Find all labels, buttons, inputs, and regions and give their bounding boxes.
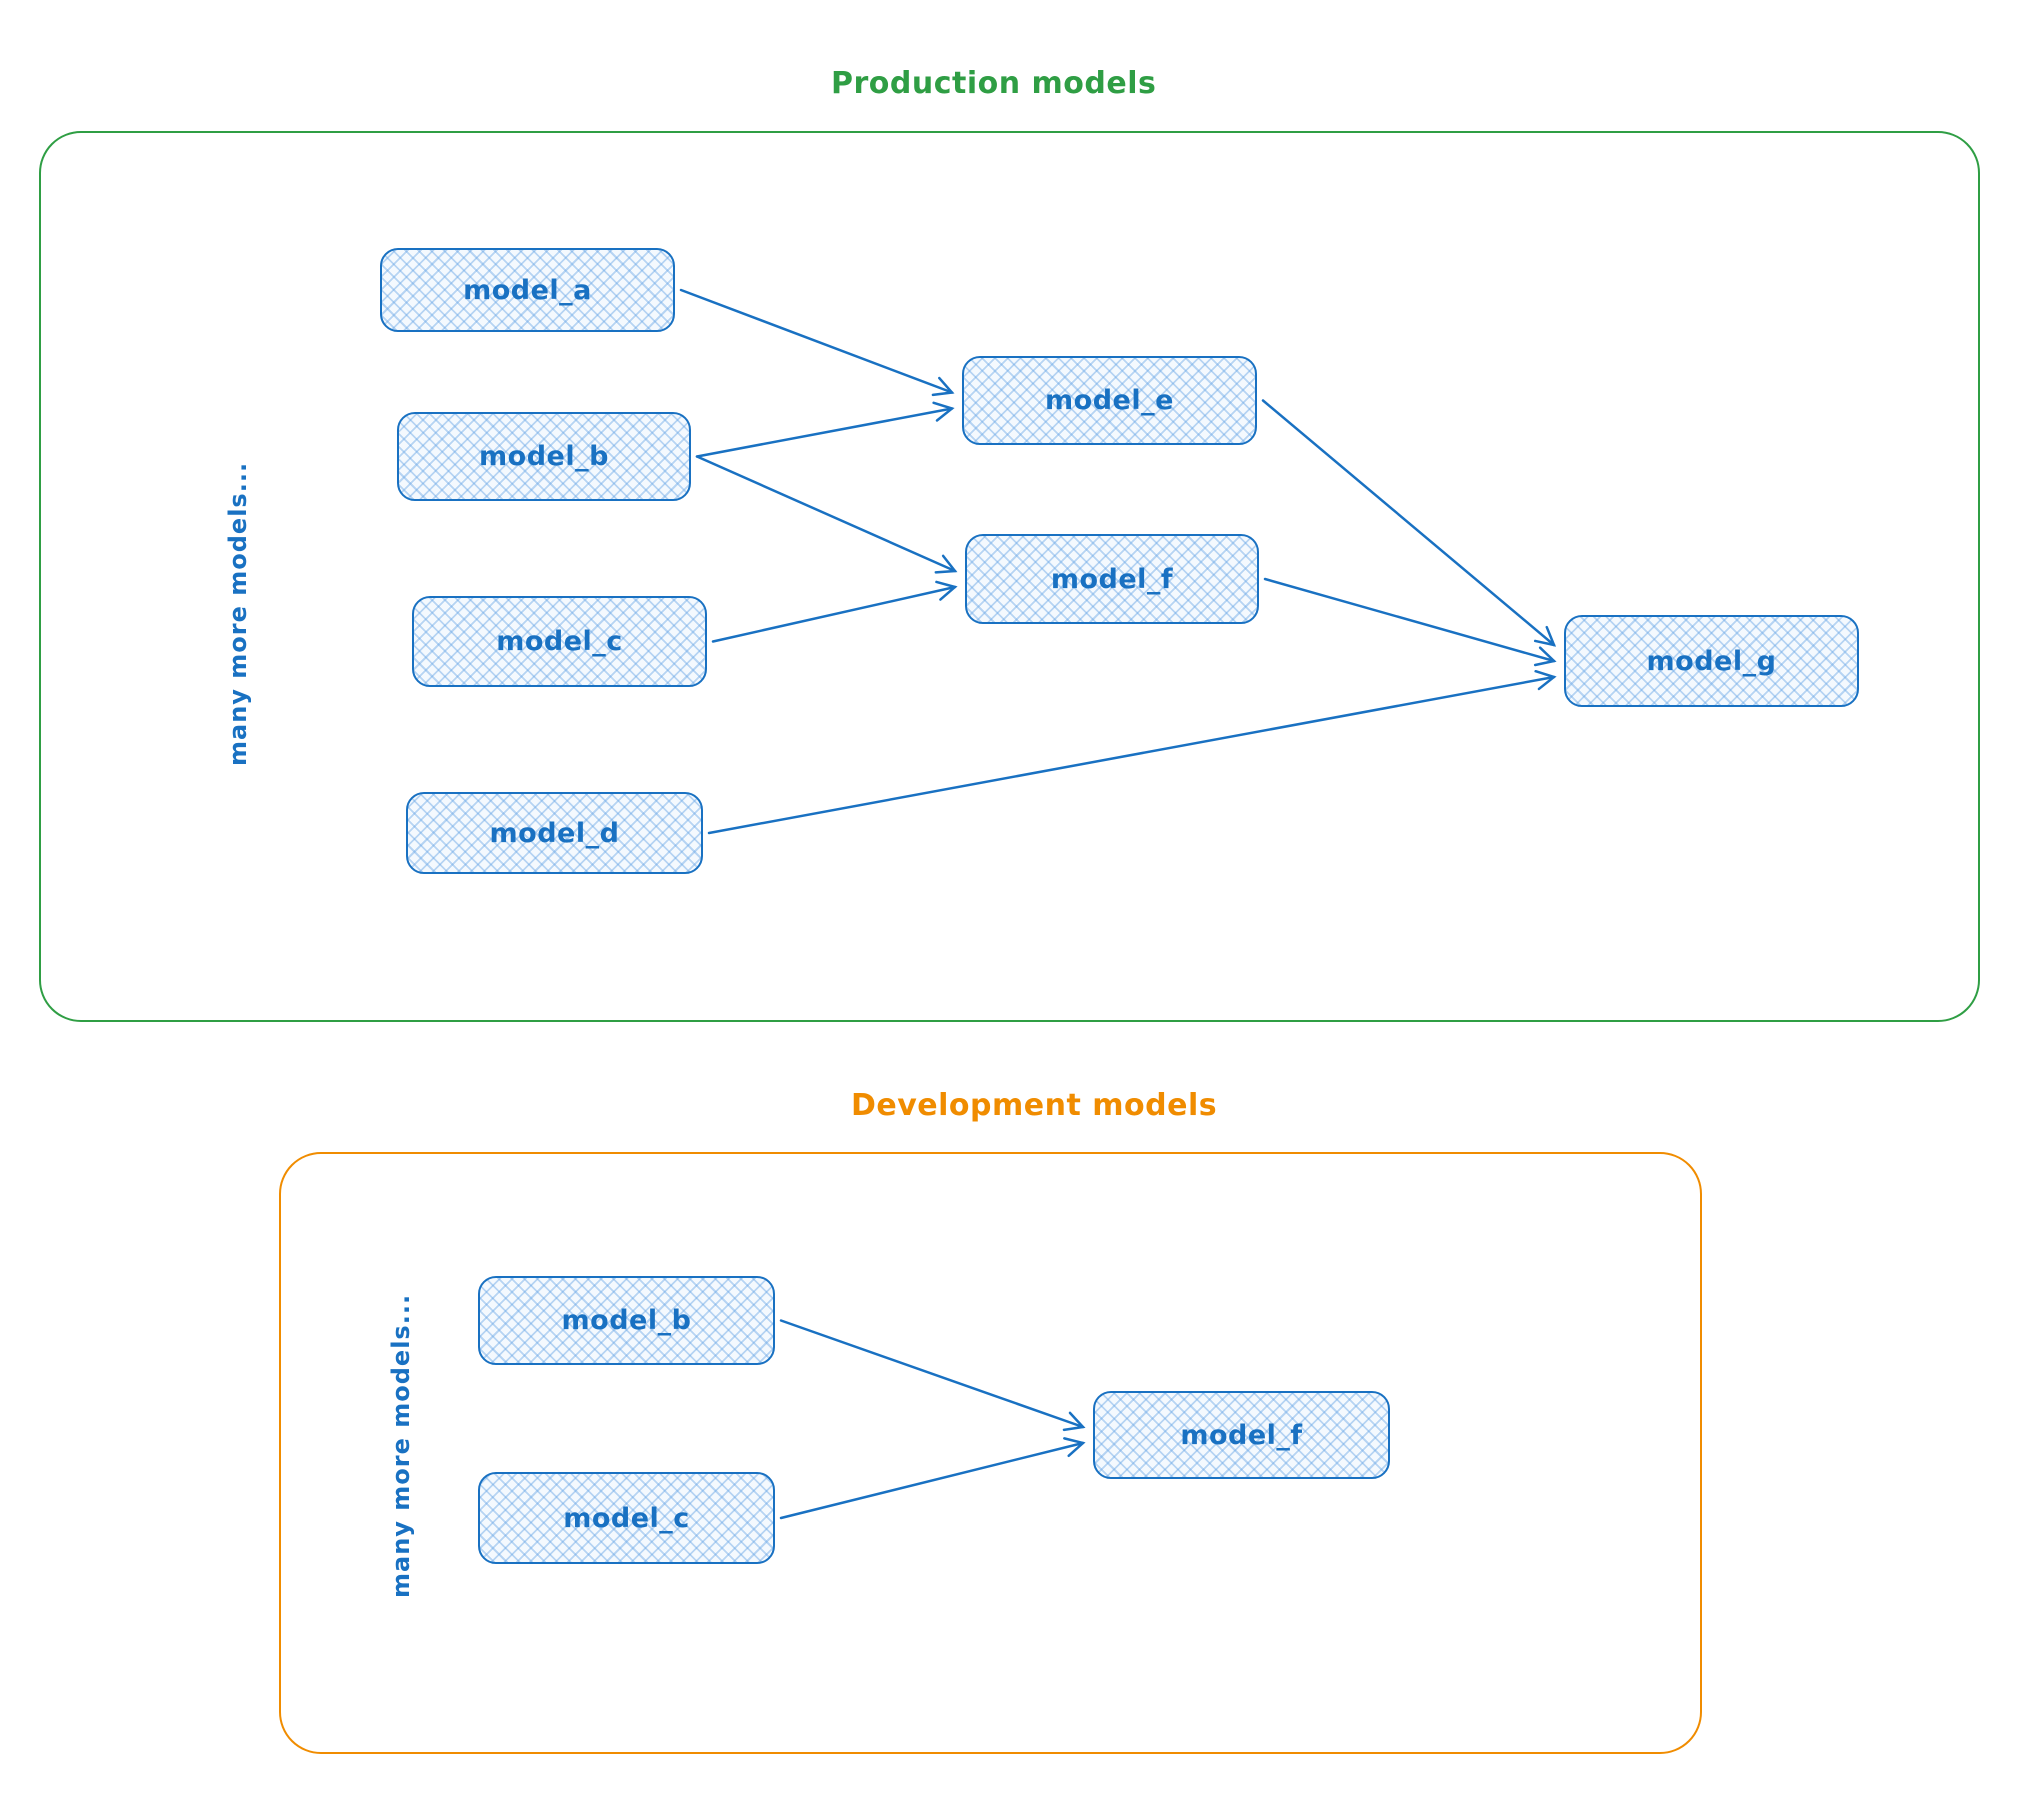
- node-production-model_e: model_e: [962, 356, 1257, 445]
- node-production-model_d: model_d: [406, 792, 703, 874]
- development-group-frame: [279, 1152, 1702, 1754]
- node-development-model_c: model_c: [478, 1472, 775, 1564]
- node-production-model_b: model_b: [397, 412, 691, 501]
- node-production-model_c: model_c: [412, 596, 707, 687]
- node-development-model_f: model_f: [1093, 1391, 1390, 1479]
- node-production-model_g: model_g: [1564, 615, 1859, 707]
- node-development-model_b: model_b: [478, 1276, 775, 1365]
- development-side-note: many more models...: [387, 1293, 415, 1598]
- production-title: Production models: [831, 66, 1157, 101]
- production-side-note: many more models...: [224, 461, 252, 767]
- production-group-frame: [39, 131, 1980, 1022]
- node-production-model_a: model_a: [380, 248, 675, 332]
- development-title: Development models: [851, 1088, 1218, 1123]
- node-production-model_f: model_f: [965, 534, 1259, 624]
